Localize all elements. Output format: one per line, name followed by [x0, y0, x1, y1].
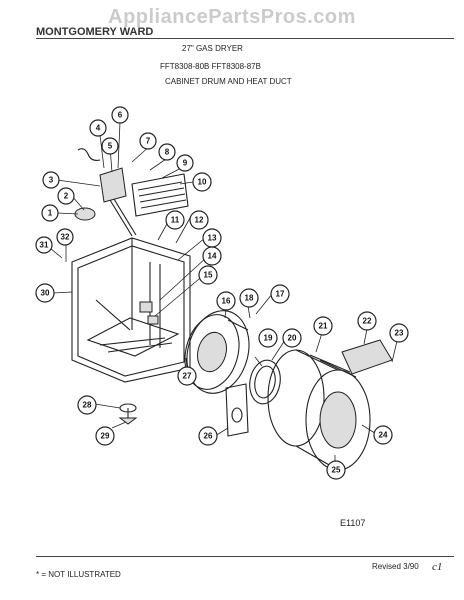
drum-drawing: [267, 349, 371, 471]
svg-text:30: 30: [41, 289, 50, 298]
cabinet-drawing: [71, 237, 191, 383]
callout-2: 2: [57, 187, 75, 205]
svg-text:3: 3: [49, 176, 54, 185]
part-callouts: 1 2 3 4 5 6 7 8 9 10 11 12 13 14 15 16 1…: [35, 106, 409, 480]
bracket-drawing: [225, 383, 249, 437]
watermark: AppliancePartsPros.com: [108, 6, 356, 28]
brand-header: MONTGOMERY WARD: [36, 26, 154, 38]
svg-text:19: 19: [264, 334, 273, 343]
svg-text:7: 7: [146, 137, 151, 146]
svg-text:12: 12: [195, 216, 204, 225]
svg-text:18: 18: [245, 294, 254, 303]
not-illustrated-note: * = NOT ILLUSTRATED: [36, 570, 121, 579]
callout-26: 26: [198, 426, 218, 446]
roller-drawing: [118, 403, 138, 425]
callout-4: 4: [89, 119, 107, 137]
callout-15: 15: [198, 265, 218, 285]
callout-20: 20: [282, 328, 302, 348]
callout-23: 23: [389, 323, 409, 343]
svg-text:2: 2: [64, 192, 69, 201]
callout-13: 13: [202, 228, 222, 248]
callout-14: 14: [202, 246, 222, 266]
handwritten-mark: c1: [432, 561, 443, 573]
svg-text:1: 1: [48, 209, 53, 218]
svg-text:24: 24: [379, 431, 388, 440]
callout-22: 22: [357, 311, 377, 331]
callout-10: 10: [192, 172, 212, 192]
svg-text:15: 15: [204, 271, 213, 280]
svg-text:6: 6: [118, 111, 123, 120]
svg-text:22: 22: [363, 317, 372, 326]
svg-text:16: 16: [222, 297, 231, 306]
callout-27: 27: [177, 366, 197, 386]
callout-30: 30: [35, 283, 55, 303]
model-numbers: FFT8308-80B FFT8308-87B: [160, 62, 261, 71]
diagram-code: E1107: [340, 518, 366, 528]
svg-text:10: 10: [198, 178, 207, 187]
header-rule: [36, 38, 454, 39]
svg-text:17: 17: [276, 290, 285, 299]
svg-text:31: 31: [40, 241, 49, 250]
baffle-drawing: [341, 339, 393, 375]
footer-rule: [36, 556, 454, 557]
svg-text:8: 8: [165, 148, 170, 157]
svg-text:27: 27: [183, 372, 192, 381]
svg-text:14: 14: [208, 252, 217, 261]
svg-text:13: 13: [208, 234, 217, 243]
seal-drawing: [249, 359, 281, 405]
callout-28: 28: [77, 395, 97, 415]
callout-21: 21: [313, 316, 333, 336]
svg-text:28: 28: [83, 401, 92, 410]
callout-17: 17: [270, 284, 290, 304]
bulkhead-drawing: [184, 310, 250, 394]
diagram-title: 27" GAS DRYER: [182, 44, 243, 53]
section-title: CABINET DRUM AND HEAT DUCT: [165, 77, 292, 86]
svg-text:29: 29: [101, 432, 110, 441]
svg-text:11: 11: [171, 216, 180, 225]
callout-16: 16: [216, 291, 236, 311]
svg-text:9: 9: [183, 159, 188, 168]
callout-19: 19: [258, 328, 278, 348]
callout-32: 32: [56, 228, 74, 246]
svg-text:23: 23: [395, 329, 404, 338]
svg-text:5: 5: [108, 142, 113, 151]
callout-7: 7: [139, 132, 157, 150]
revised-date: Revised 3/90: [372, 562, 419, 571]
callout-9: 9: [176, 154, 194, 172]
callout-3: 3: [42, 171, 60, 189]
callout-24: 24: [373, 425, 393, 445]
callout-29: 29: [95, 426, 115, 446]
callout-11: 11: [165, 210, 185, 230]
svg-text:21: 21: [319, 322, 328, 331]
callout-5: 5: [101, 137, 119, 155]
callout-1: 1: [41, 204, 59, 222]
callout-8: 8: [158, 143, 176, 161]
svg-text:25: 25: [332, 466, 341, 475]
svg-text:32: 32: [61, 233, 70, 242]
callout-12: 12: [189, 210, 209, 230]
callout-6: 6: [111, 106, 129, 124]
svg-text:20: 20: [288, 334, 297, 343]
callout-25: 25: [326, 460, 346, 480]
svg-text:4: 4: [96, 124, 101, 133]
heat-duct-parts: [74, 148, 189, 237]
callout-18: 18: [239, 288, 259, 308]
svg-text:26: 26: [204, 432, 213, 441]
callout-31: 31: [35, 236, 53, 254]
